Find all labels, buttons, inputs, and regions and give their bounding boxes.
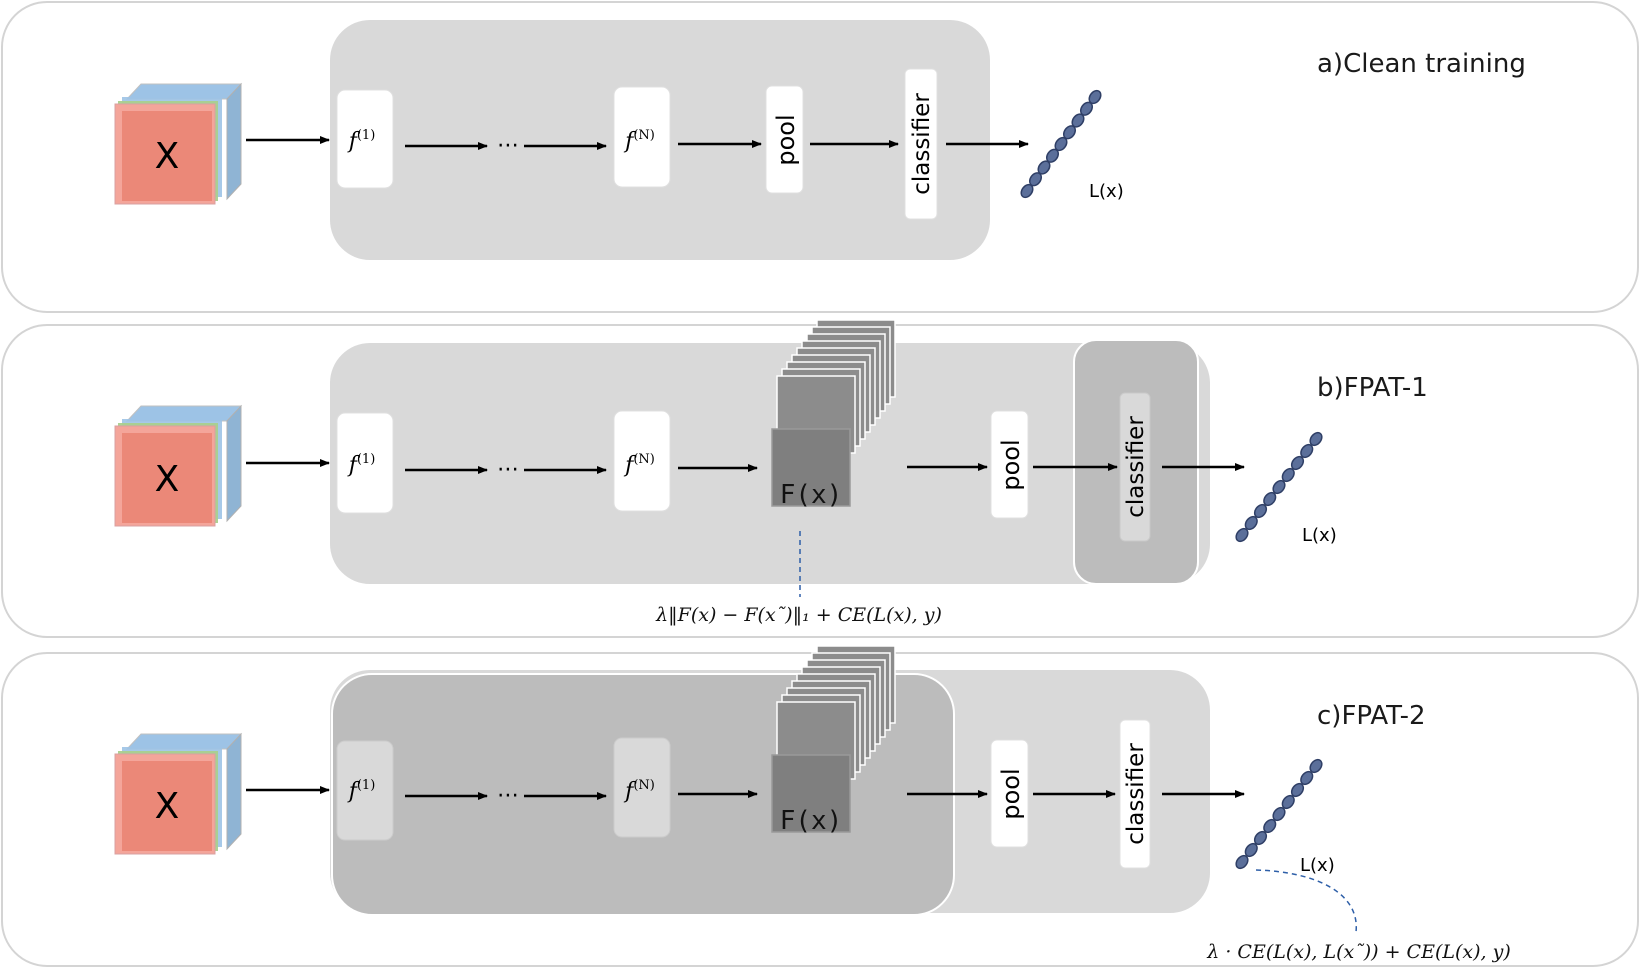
output-bead bbox=[1263, 818, 1277, 834]
panel-b-output-label: L(x) bbox=[1302, 525, 1337, 546]
panel-c-loss-formula: λ · CE(L(x), L(x˜)) + CE(L(x), y) bbox=[1206, 941, 1511, 963]
panel-c-loss-connector bbox=[1255, 869, 1357, 933]
panel-c-input-cube: X bbox=[114, 732, 243, 855]
output-bead bbox=[1088, 89, 1102, 105]
panel-b-pool-label: pool bbox=[997, 439, 1025, 490]
feature-front-slice bbox=[771, 754, 851, 833]
panel-b-loss-formula: λ‖F(x) − F(x˜)‖₁ + CE(L(x), y) bbox=[655, 604, 942, 626]
svg-text:f(1): f(1) bbox=[347, 778, 376, 804]
panel-a-layer-first-sup: (1) bbox=[357, 128, 375, 143]
panel-c-layer-last-sup: (N) bbox=[633, 778, 655, 793]
output-bead bbox=[1281, 467, 1295, 483]
panel-b-layer-last-box bbox=[613, 410, 671, 512]
panel-c: X f(1) ⋯ f(N) F(x) pool classifier L(x) … bbox=[1, 645, 1639, 967]
panel-b-feature-label: F(x) bbox=[780, 480, 843, 510]
panel-c-layer-first-box bbox=[336, 740, 394, 841]
panel-a-classifier-box bbox=[904, 68, 938, 220]
output-bead bbox=[1253, 830, 1268, 846]
panel-c-layer-last-box bbox=[613, 737, 671, 838]
output-bead bbox=[1244, 842, 1258, 858]
panel-c-feature-label: F(x) bbox=[780, 806, 843, 836]
output-bead bbox=[1309, 431, 1323, 447]
panel-c-classifier-label: classifier bbox=[1123, 743, 1149, 845]
panel-c-feature-stack bbox=[771, 645, 896, 833]
panel-b-ellipsis: ⋯ bbox=[497, 457, 519, 482]
panel-b-input-label: X bbox=[155, 459, 180, 500]
panel-c-pool-label: pool bbox=[997, 768, 1025, 819]
panel-a-output-label: L(x) bbox=[1089, 181, 1124, 202]
panel-c-output-label: L(x) bbox=[1300, 855, 1335, 876]
feature-front-slice bbox=[771, 428, 851, 507]
panel-c-title: c)FPAT-2 bbox=[1317, 701, 1426, 731]
panel-a-output-chain bbox=[1020, 89, 1102, 199]
panel-b-title: b)FPAT-1 bbox=[1317, 373, 1428, 403]
panel-a-layer-last-box bbox=[613, 86, 671, 188]
output-bead bbox=[1235, 854, 1249, 870]
panel-a-input-label: X bbox=[155, 136, 180, 177]
panel-a-pool-box bbox=[765, 85, 804, 194]
panel-a: X f(1) ⋯ f(N) pool classifier L(x) a)Cle… bbox=[1, 1, 1639, 313]
panel-c-output-chain bbox=[1235, 758, 1323, 870]
panel-a-layer-last-sup: (N) bbox=[633, 128, 655, 143]
panel-a-title: a)Clean training bbox=[1317, 49, 1526, 79]
panel-b-layer-first-box bbox=[336, 412, 394, 514]
panel-a-layer-first-box bbox=[336, 89, 394, 189]
panel-c-ellipsis: ⋯ bbox=[497, 783, 519, 808]
panel-b-layer-last-sup: (N) bbox=[633, 452, 655, 467]
panel-b-pool-box bbox=[990, 410, 1029, 519]
panel-b-network-block bbox=[330, 343, 1210, 584]
panel-a-classifier-label: classifier bbox=[909, 93, 935, 195]
output-bead bbox=[1309, 758, 1323, 774]
output-bead bbox=[1272, 806, 1286, 822]
panel-c-input-label: X bbox=[155, 786, 180, 827]
panel-b-feature-stack bbox=[771, 319, 896, 507]
output-bead bbox=[1263, 491, 1277, 507]
panel-a-input-cube: X bbox=[114, 82, 243, 205]
output-bead bbox=[1281, 794, 1295, 810]
panel-c-layer-first-sup: (1) bbox=[357, 778, 375, 793]
output-bead bbox=[1300, 443, 1314, 459]
output-bead bbox=[1290, 782, 1305, 798]
output-bead bbox=[1290, 455, 1305, 471]
panel-b-classifier-box bbox=[1119, 392, 1151, 542]
panel-b-output-chain bbox=[1235, 431, 1323, 543]
panel-c-classifier-box bbox=[1119, 719, 1151, 869]
output-bead bbox=[1244, 515, 1258, 531]
panel-a-pool-label: pool bbox=[772, 114, 800, 165]
panel-b-input-cube: X bbox=[114, 404, 243, 527]
output-bead bbox=[1253, 503, 1268, 519]
panel-a-ellipsis: ⋯ bbox=[497, 133, 519, 158]
svg-text:f(1): f(1) bbox=[347, 128, 376, 154]
output-bead bbox=[1235, 527, 1249, 543]
panel-b-layer-first-sup: (1) bbox=[357, 452, 375, 467]
panel-b-classifier-label: classifier bbox=[1123, 416, 1149, 518]
output-bead bbox=[1300, 770, 1314, 786]
output-bead bbox=[1272, 479, 1286, 495]
panel-c-pool-box bbox=[990, 739, 1029, 848]
panel-b: X f(1) ⋯ f(N) F(x) pool classifier L(x) … bbox=[1, 319, 1639, 638]
